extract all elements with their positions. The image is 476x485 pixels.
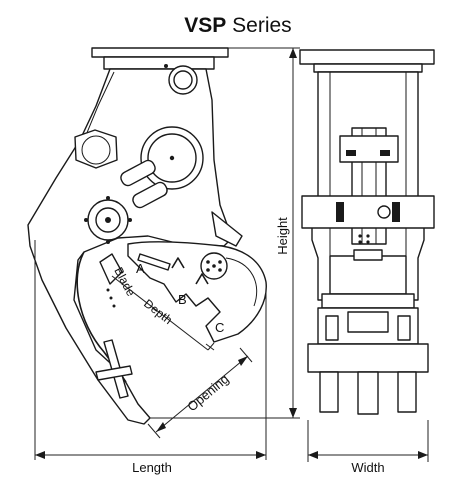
pin-bolt-3	[212, 264, 216, 268]
jaw-bolt-top	[106, 196, 110, 200]
cylinder-rod	[211, 211, 243, 247]
pin-bolt-2	[218, 260, 222, 264]
jaw-pivot-center	[105, 217, 111, 223]
upper-pin-inner	[173, 70, 193, 90]
front-dot-4	[366, 240, 370, 244]
slot-lower	[132, 181, 168, 209]
width-arrow-right	[418, 451, 428, 459]
label-width: Width	[351, 460, 384, 475]
front-pivot-shaft	[301, 195, 435, 229]
pin-bolt-4	[206, 268, 210, 272]
jaw-bolt-right	[128, 218, 132, 222]
depth-dimension	[111, 275, 215, 351]
body-crease	[83, 71, 115, 141]
opening-arrow-1	[156, 422, 166, 432]
label-height: Height	[275, 217, 290, 255]
front-shaft-dark-left	[336, 202, 344, 222]
blade-bolt-2	[109, 296, 113, 300]
front-jaw-tooth	[347, 311, 389, 333]
label-point-c: C	[215, 320, 224, 335]
front-bottom-plate	[307, 343, 429, 373]
title-rest: Series	[226, 14, 292, 37]
height-arrow-bottom	[289, 408, 297, 418]
slot-upper	[120, 159, 156, 187]
front-shaft-bolt	[377, 205, 391, 219]
cover-plate-ring	[81, 135, 111, 165]
jaw-rib	[225, 257, 258, 307]
front-dot-3	[358, 240, 362, 244]
opening-ext-2	[239, 347, 253, 363]
depth-end-mark	[205, 343, 215, 351]
length-dimension	[34, 240, 267, 460]
front-jaw-block	[329, 255, 407, 295]
label-length: Length	[132, 460, 172, 475]
width-dimension	[307, 420, 429, 462]
front-jaw-cap	[353, 249, 383, 261]
pin-bolt-1	[206, 260, 210, 264]
front-tooth-center	[357, 371, 379, 415]
title-bold: VSP	[184, 14, 227, 37]
height-dimension	[150, 47, 300, 419]
front-block-mark-left	[346, 150, 356, 156]
front-shaft-dark-right	[392, 202, 400, 222]
label-point-a: A	[136, 261, 145, 276]
main-pivot-center	[169, 155, 175, 161]
blade-bolt-3	[112, 304, 116, 308]
opening-dimension	[147, 347, 253, 439]
tooth-a	[171, 257, 185, 269]
depth-tick	[207, 342, 215, 351]
jaw-bolt-bottom	[106, 240, 110, 244]
moving-blade	[137, 253, 171, 271]
label-point-b: B	[178, 292, 187, 307]
front-lower-frame	[321, 293, 415, 309]
front-upper-block	[339, 135, 399, 163]
diagram-title: VSP Series	[0, 14, 476, 38]
blade-bolt-1	[106, 288, 110, 292]
side-view	[27, 47, 267, 425]
length-arrow-right	[256, 451, 266, 459]
front-tooth-left	[319, 371, 339, 413]
label-opening: Opening	[184, 371, 231, 414]
height-arrow-top	[289, 48, 297, 58]
front-clamp-left	[325, 315, 339, 341]
top-mount-plate	[91, 47, 229, 58]
upper-bolt	[164, 64, 168, 68]
opening-ext-1	[147, 423, 161, 439]
label-depth: Depth	[141, 296, 175, 327]
pin-bolt-5	[218, 268, 222, 272]
depth-line	[111, 275, 209, 351]
opening-arrow-2	[238, 356, 248, 366]
front-dot-2	[366, 234, 370, 238]
top-mount-bracket	[103, 56, 215, 70]
fixed-blade	[99, 253, 123, 285]
opening-line	[155, 355, 249, 433]
front-dot-1	[358, 234, 362, 238]
length-arrow-left	[35, 451, 45, 459]
jaw-bolt-left	[84, 218, 88, 222]
arm-inner-contour	[76, 251, 127, 383]
lower-tooth-plate	[95, 365, 133, 381]
width-arrow-left	[308, 451, 318, 459]
front-tooth-right	[397, 371, 417, 413]
front-clamp-right	[397, 315, 411, 341]
tooth-b	[195, 273, 209, 285]
front-flange	[313, 63, 423, 73]
front-top-plate	[299, 49, 435, 65]
front-view	[299, 49, 435, 415]
front-block-mark-right	[380, 150, 390, 156]
